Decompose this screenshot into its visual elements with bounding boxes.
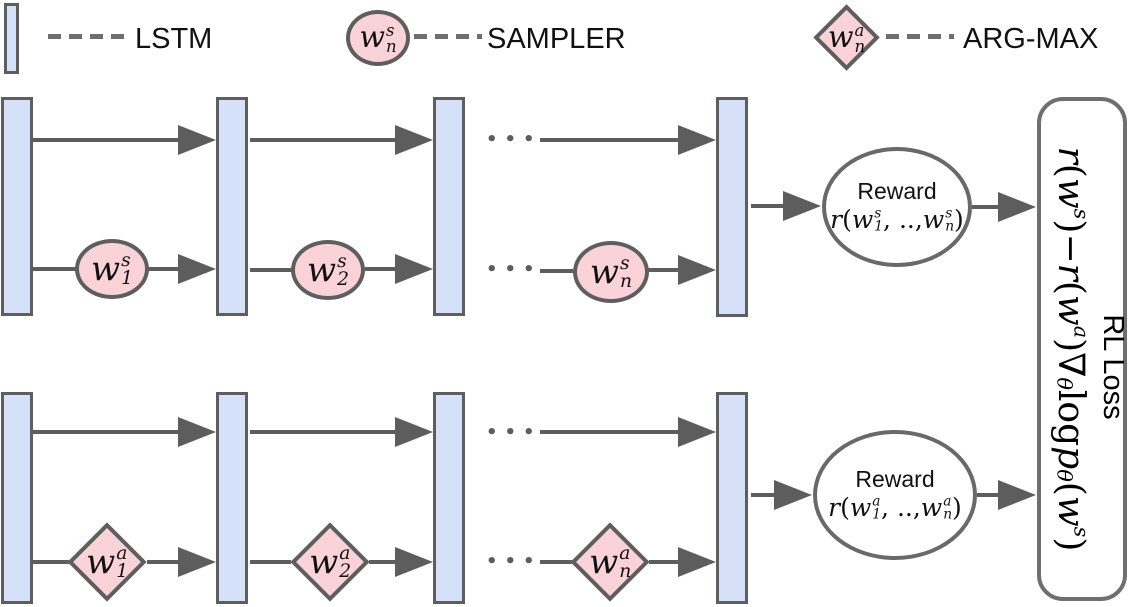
legend-dash-argmax — [886, 34, 954, 39]
arrow-shaft — [751, 204, 787, 208]
hidden-state-arrow — [250, 417, 433, 447]
arrow-shaft — [147, 560, 182, 564]
arrowhead-icon — [678, 255, 716, 285]
arrow-shaft — [977, 493, 1002, 497]
lstm-cell-top-2 — [216, 97, 248, 316]
arrow-shaft — [250, 138, 399, 142]
arrowhead-icon — [783, 191, 821, 221]
legend-label-sampler: SAMPLER — [487, 23, 626, 55]
arrowhead-icon — [178, 125, 216, 155]
ellipsis-dots: ••• — [486, 551, 542, 572]
arrow-shaft — [751, 493, 778, 497]
reward-input-arrow — [751, 191, 821, 221]
arrowhead-icon — [395, 547, 433, 577]
lstm-cell-top-3 — [433, 97, 465, 316]
hidden-state-arrow — [250, 125, 433, 155]
rl-loss-box — [1037, 97, 1127, 601]
arrowhead-icon — [395, 417, 433, 447]
arrow-shaft — [365, 267, 399, 271]
word-feed-line — [540, 269, 573, 273]
word-feed-line — [33, 560, 70, 564]
arrow-shaft — [648, 268, 682, 272]
word-feed-line — [540, 560, 572, 564]
reward-input-arrow — [751, 480, 812, 510]
hidden-state-arrow — [33, 417, 216, 447]
word-feed-line — [250, 560, 291, 564]
legend-dash-lstm — [48, 34, 124, 39]
lstm-cell-bottom-4 — [716, 392, 748, 604]
arrowhead-icon — [395, 125, 433, 155]
word-feed-line — [33, 267, 77, 271]
legend-label-argmax: ARG-MAX — [963, 23, 1099, 55]
lstm-cell-bottom-3 — [433, 392, 465, 604]
ellipsis-dots: ••• — [486, 259, 542, 280]
arrowhead-icon — [178, 417, 216, 447]
word-feed-line — [250, 268, 292, 272]
arrow-shaft — [540, 138, 682, 142]
arrow-shaft — [33, 430, 182, 434]
loss-input-arrow — [977, 480, 1036, 510]
rl-loss-label: RL Loss — [1097, 314, 1129, 420]
word-feed-arrow — [369, 547, 433, 577]
reward-title: Reward — [855, 466, 935, 493]
hidden-state-arrow — [540, 125, 716, 155]
arrow-shaft — [250, 430, 399, 434]
arrow-shaft — [369, 560, 399, 564]
word-feed-arrow — [148, 254, 216, 284]
loss-input-arrow — [972, 192, 1036, 222]
legend-lstm-swatch — [4, 3, 19, 74]
arrowhead-icon — [774, 480, 812, 510]
word-feed-arrow — [147, 547, 216, 577]
arrowhead-icon — [178, 547, 216, 577]
hidden-state-arrow — [33, 125, 216, 155]
arrowhead-icon — [178, 254, 216, 284]
arrowhead-icon — [678, 417, 716, 447]
arrowhead-icon — [998, 192, 1036, 222]
lstm-cell-bottom-1 — [1, 392, 33, 604]
legend-dash-sampler — [414, 34, 482, 39]
lstm-cell-bottom-2 — [216, 392, 248, 604]
arrow-shaft — [148, 267, 182, 271]
lstm-cell-top-1 — [1, 97, 33, 316]
word-feed-arrow — [648, 255, 716, 285]
arrow-shaft — [540, 430, 682, 434]
arrowhead-icon — [678, 125, 716, 155]
lstm-cell-top-4 — [716, 97, 748, 317]
arrowhead-icon — [678, 547, 716, 577]
reward-title: Reward — [857, 178, 937, 205]
arrow-shaft — [972, 205, 1002, 209]
ellipsis-dots: ••• — [486, 129, 542, 150]
legend-label-lstm: LSTM — [135, 23, 213, 55]
arrowhead-icon — [998, 480, 1036, 510]
arrow-shaft — [33, 138, 182, 142]
word-feed-arrow — [649, 547, 716, 577]
arrow-shaft — [649, 560, 682, 564]
hidden-state-arrow — [540, 417, 716, 447]
word-feed-arrow — [365, 254, 433, 284]
ellipsis-dots: ••• — [486, 422, 542, 443]
arrowhead-icon — [395, 254, 433, 284]
